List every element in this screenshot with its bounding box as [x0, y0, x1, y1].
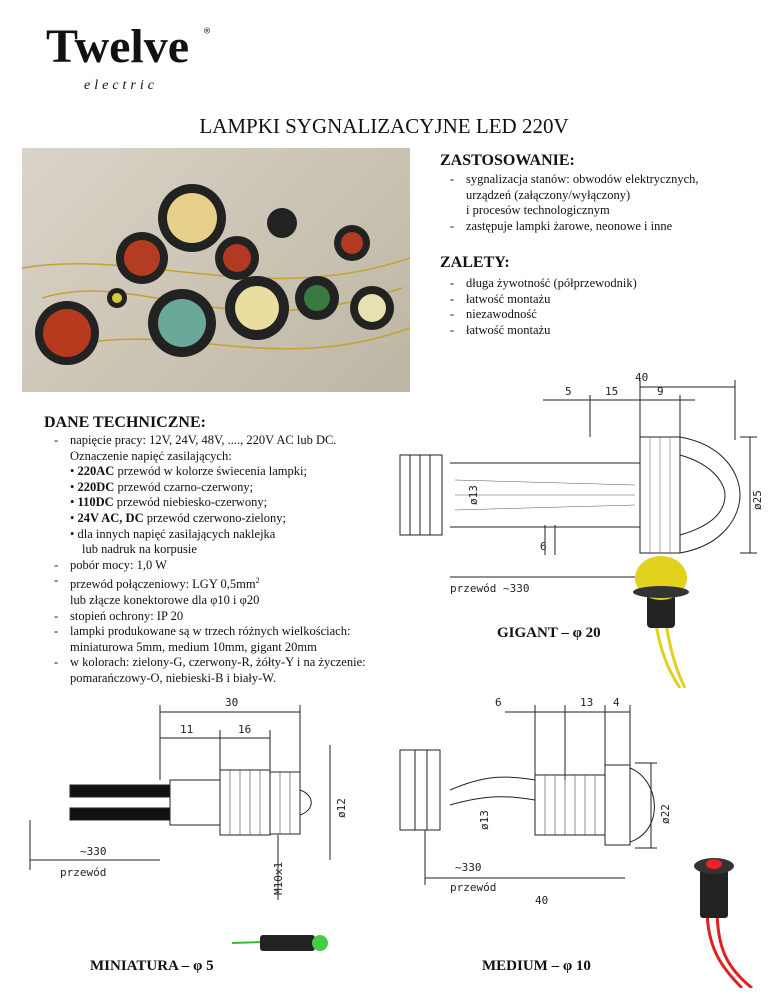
dim-6: 6: [540, 540, 547, 553]
logo-subtext: electric: [84, 78, 158, 93]
page-title: LAMPKI SYGNALIZACYJNE LED 220V: [199, 114, 569, 138]
dim-13: 13: [580, 696, 593, 709]
list-item: lub złącze konektorowe dla φ10 i φ20: [70, 593, 260, 608]
medium-drawing: 6 13 4 ø13 ø22 ~330 przewód 40: [399, 696, 672, 907]
list-item: sygnalizacja stanów: obwodów elektryczny…: [450, 172, 760, 188]
dim-40: 40: [535, 894, 548, 907]
gigant-caption: GIGANT – φ 20: [497, 625, 601, 641]
medium-photo: [694, 858, 753, 988]
list-item: urządzeń (załączony/wyłączony): [466, 187, 631, 202]
dim-d12: ø12: [335, 798, 348, 818]
list-item: łatwość montażu: [450, 323, 760, 339]
twelve-logo: Twelve electric ®: [44, 20, 224, 94]
wire-length: ~330: [80, 845, 107, 858]
zastosowanie-heading: ZASTOSOWANIE:: [440, 152, 575, 169]
wire-length: ~330: [455, 861, 482, 874]
list-item: przewód połączeniowy: LGY 0,5mm2: [54, 573, 394, 593]
dim-9: 9: [657, 385, 664, 398]
list-item: • 220DC przewód czarno-czerwony;: [70, 479, 254, 494]
wire-length: przewód ~330: [450, 582, 529, 595]
gigant-drawing: 40 5 15 9 ø13 ø25 6 przewód ~330: [399, 371, 764, 595]
dim-16: 16: [238, 723, 251, 736]
list-item: zastępuje lampki żarowe, neonowe i inne: [450, 219, 760, 235]
logo-text: Twelve: [46, 22, 189, 73]
list-item: miniaturowa 5mm, medium 10mm, gigant 20m…: [70, 639, 317, 654]
list-item: • 110DC przewód niebiesko-czerwony;: [70, 495, 268, 510]
list-item: • 24V AC, DC przewód czerwono-zielony;: [70, 510, 286, 525]
dim-11: 11: [180, 723, 193, 736]
list-item: lampki produkowane są w trzech różnych w…: [54, 624, 394, 640]
zalety-heading: ZALETY:: [440, 254, 510, 271]
thread-size: M10x1: [272, 862, 285, 895]
list-item: • 220AC przewód w kolorze świecenia lamp…: [70, 464, 307, 479]
dim-d22: ø22: [659, 804, 672, 824]
list-item: Oznaczenie napięć zasilających:: [70, 448, 232, 463]
list-item: długa żywotność (półprzewodnik): [450, 276, 760, 292]
wire-label: przewód: [60, 866, 106, 879]
list-item: pobór mocy: 1,0 W: [54, 558, 394, 574]
dim-d25: ø25: [751, 490, 764, 510]
dim-d13: ø13: [467, 485, 480, 505]
zastosowanie-section: ZASTOSOWANIE: sygnalizacja stanów: obwod…: [440, 152, 760, 234]
list-item: • dla innych napięć zasilających naklejk…: [70, 526, 276, 541]
list-item: w kolorach: zielony-G, czerwony-R, żółty…: [54, 655, 394, 671]
wire-label: przewód: [450, 881, 496, 894]
miniatura-caption: MINIATURA – φ 5: [90, 958, 214, 974]
list-item: stopień ochrony: IP 20: [54, 609, 394, 625]
list-item: niezawodność: [450, 307, 760, 323]
list-item: napięcie pracy: 12V, 24V, 48V, ...., 220…: [54, 433, 394, 449]
list-item: lub nadruk na korpusie: [82, 542, 197, 557]
product-photo: [22, 148, 410, 392]
dim-30: 30: [225, 696, 238, 709]
zalety-section: ZALETY: długa żywotność (półprzewodnik) …: [440, 254, 760, 338]
registered-mark: ®: [204, 26, 211, 37]
miniatura-drawing: 30 11 16 ø12 ~330 przewód M10x1: [29, 696, 348, 900]
list-item: i procesów technologicznym: [466, 203, 610, 217]
gigant-photo: [633, 556, 689, 688]
list-item: pomarańczowy-O, niebieski-B i biały-W.: [70, 671, 277, 686]
medium-caption: MEDIUM – φ 10: [482, 958, 591, 974]
dim-6: 6: [495, 696, 502, 709]
dane-heading: DANE TECHNICZNE:: [44, 414, 206, 431]
dim-40: 40: [635, 371, 648, 384]
dim-5: 5: [565, 385, 572, 398]
list-item: łatwość montażu: [450, 292, 760, 308]
dim-15: 15: [605, 385, 618, 398]
dane-techniczne-section: DANE TECHNICZNE: napięcie pracy: 12V, 24…: [44, 414, 394, 687]
dim-d13: ø13: [478, 810, 491, 830]
dim-4: 4: [613, 696, 620, 709]
miniatura-photo: [232, 935, 328, 951]
